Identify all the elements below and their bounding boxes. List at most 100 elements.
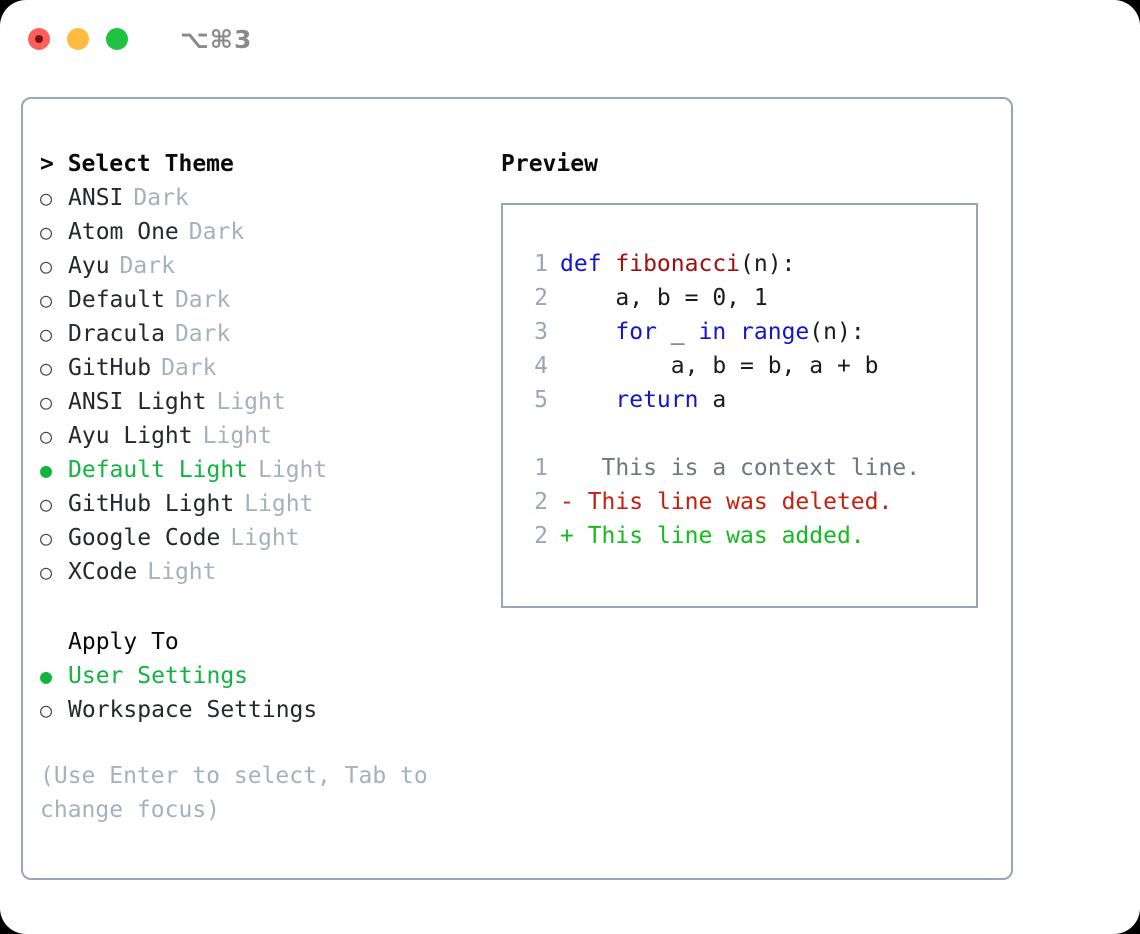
code-line-number: 4 bbox=[534, 353, 548, 379]
apply-to-option-user-settings[interactable]: ● User Settings bbox=[40, 659, 488, 693]
radio-unselected-icon: ○ bbox=[40, 288, 53, 312]
code-token-kw: def bbox=[560, 251, 616, 277]
theme-option-label: ANSI bbox=[68, 185, 124, 211]
theme-option-label: Default bbox=[68, 287, 165, 313]
diff-line-deleted: 2- This line was deleted. bbox=[518, 485, 976, 519]
radio-unselected-icon: ○ bbox=[40, 356, 53, 380]
radio-unselected-icon: ○ bbox=[40, 424, 53, 448]
select-theme-header: > Select Theme bbox=[40, 151, 234, 177]
theme-option-tag: Dark bbox=[174, 321, 231, 347]
radio-unselected-icon: ○ bbox=[40, 698, 53, 722]
theme-option-tag: Dark bbox=[174, 287, 231, 313]
code-line-number: 5 bbox=[534, 387, 548, 413]
theme-option-ansi[interactable]: ○ ANSI Dark bbox=[40, 181, 488, 215]
code-line: 3 for _ in range(n): bbox=[518, 315, 976, 349]
code-line-number: 2 bbox=[534, 285, 548, 311]
theme-option-tag: Light bbox=[230, 525, 300, 551]
theme-option-ayu-light[interactable]: ○ Ayu Light Light bbox=[40, 419, 488, 453]
theme-option-label: Default Light bbox=[68, 457, 249, 483]
apply-to-option-workspace-settings[interactable]: ○ Workspace Settings bbox=[40, 693, 488, 727]
diff-line-number: 1 bbox=[534, 455, 548, 481]
theme-option-label: ANSI Light bbox=[68, 389, 207, 415]
apply-to-header: Apply To bbox=[68, 629, 179, 655]
preview-header: Preview bbox=[501, 151, 598, 177]
diff-line-number: 2 bbox=[534, 523, 548, 549]
apply-to-option-label: Workspace Settings bbox=[68, 697, 318, 723]
radio-unselected-icon: ○ bbox=[40, 220, 53, 244]
diff-line-context: 1 This is a context line. bbox=[518, 451, 976, 485]
radio-unselected-icon: ○ bbox=[40, 390, 53, 414]
code-token-kw: in bbox=[698, 319, 727, 345]
theme-option-github[interactable]: ○ GitHub Dark bbox=[40, 351, 488, 385]
close-button[interactable] bbox=[28, 28, 50, 50]
keyboard-hint: (Use Enter to select, Tab to change focu… bbox=[40, 763, 428, 823]
radio-unselected-icon: ○ bbox=[40, 322, 53, 346]
theme-option-label: Dracula bbox=[68, 321, 165, 347]
code-token-kw: return bbox=[615, 387, 699, 413]
diff-marker: + bbox=[560, 523, 574, 549]
code-token-plain: (n): bbox=[809, 319, 865, 345]
code-token-plain bbox=[726, 319, 740, 345]
minimize-button[interactable] bbox=[67, 28, 89, 50]
traffic-light-group bbox=[28, 28, 128, 50]
theme-option-label: GitHub bbox=[68, 355, 152, 381]
theme-option-tag: Dark bbox=[119, 253, 175, 279]
code-line-text: a, b = 0, 1 bbox=[560, 281, 768, 315]
theme-option-label: XCode bbox=[68, 559, 138, 585]
code-token-plain: (n): bbox=[740, 251, 796, 277]
code-line-text: for _ in range(n): bbox=[560, 315, 865, 349]
code-line-number: 3 bbox=[534, 319, 548, 345]
theme-option-default[interactable]: ○ Default Dark bbox=[40, 283, 488, 317]
diff-marker bbox=[560, 451, 574, 485]
theme-option-label: Ayu Light bbox=[68, 423, 193, 449]
code-line-number: 1 bbox=[534, 251, 548, 277]
code-line-text: return a bbox=[560, 383, 726, 417]
code-token-plain: a bbox=[698, 387, 727, 413]
code-line: 5 return a bbox=[518, 383, 976, 417]
window-title: ⌥⌘3 bbox=[180, 24, 253, 54]
code-line: 4 a, b = b, a + b bbox=[518, 349, 976, 383]
code-token-plain bbox=[560, 387, 615, 413]
theme-option-label: GitHub Light bbox=[68, 491, 235, 517]
theme-option-label: Atom One bbox=[68, 219, 179, 245]
theme-option-tag: Light bbox=[244, 491, 314, 517]
theme-option-ayu[interactable]: ○ Ayu Dark bbox=[40, 249, 488, 283]
maximize-button[interactable] bbox=[106, 28, 128, 50]
theme-option-tag: Light bbox=[147, 559, 217, 585]
apply-to-list: ● User Settings ○ Workspace Settings bbox=[40, 659, 488, 727]
code-token-plain bbox=[560, 319, 615, 345]
theme-option-label: Google Code bbox=[68, 525, 221, 551]
diff-line-added: 2+ This line was added. bbox=[518, 519, 976, 553]
code-line: 2 a, b = 0, 1 bbox=[518, 281, 976, 315]
theme-option-xcode[interactable]: ○ XCode Light bbox=[40, 555, 488, 589]
theme-option-dracula[interactable]: ○ Dracula Dark bbox=[40, 317, 488, 351]
code-token-fn: fibonacci bbox=[615, 251, 741, 277]
apply-to-option-label: User Settings bbox=[68, 663, 249, 689]
theme-option-label: Ayu bbox=[68, 253, 110, 279]
radio-unselected-icon: ○ bbox=[40, 186, 53, 210]
radio-selected-icon: ● bbox=[40, 664, 53, 688]
theme-option-tag: Dark bbox=[133, 185, 189, 211]
radio-selected-icon: ● bbox=[40, 458, 53, 482]
theme-option-tag: Dark bbox=[161, 355, 217, 381]
theme-option-google-code[interactable]: ○ Google Code Light bbox=[40, 521, 488, 555]
code-token-plain: a, b = 0, 1 bbox=[560, 285, 768, 311]
diff-marker: - bbox=[560, 489, 574, 515]
radio-unselected-icon: ○ bbox=[40, 254, 53, 278]
theme-option-default-light[interactable]: ● Default Light Light bbox=[40, 453, 488, 487]
theme-option-tag: Light bbox=[258, 457, 328, 483]
radio-unselected-icon: ○ bbox=[40, 560, 53, 584]
theme-option-tag: Light bbox=[202, 423, 272, 449]
code-token-kw: range bbox=[740, 319, 810, 345]
code-token-plain: _ bbox=[656, 319, 699, 345]
radio-unselected-icon: ○ bbox=[40, 526, 53, 550]
code-line: 1 def fibonacci(n): bbox=[518, 247, 976, 281]
